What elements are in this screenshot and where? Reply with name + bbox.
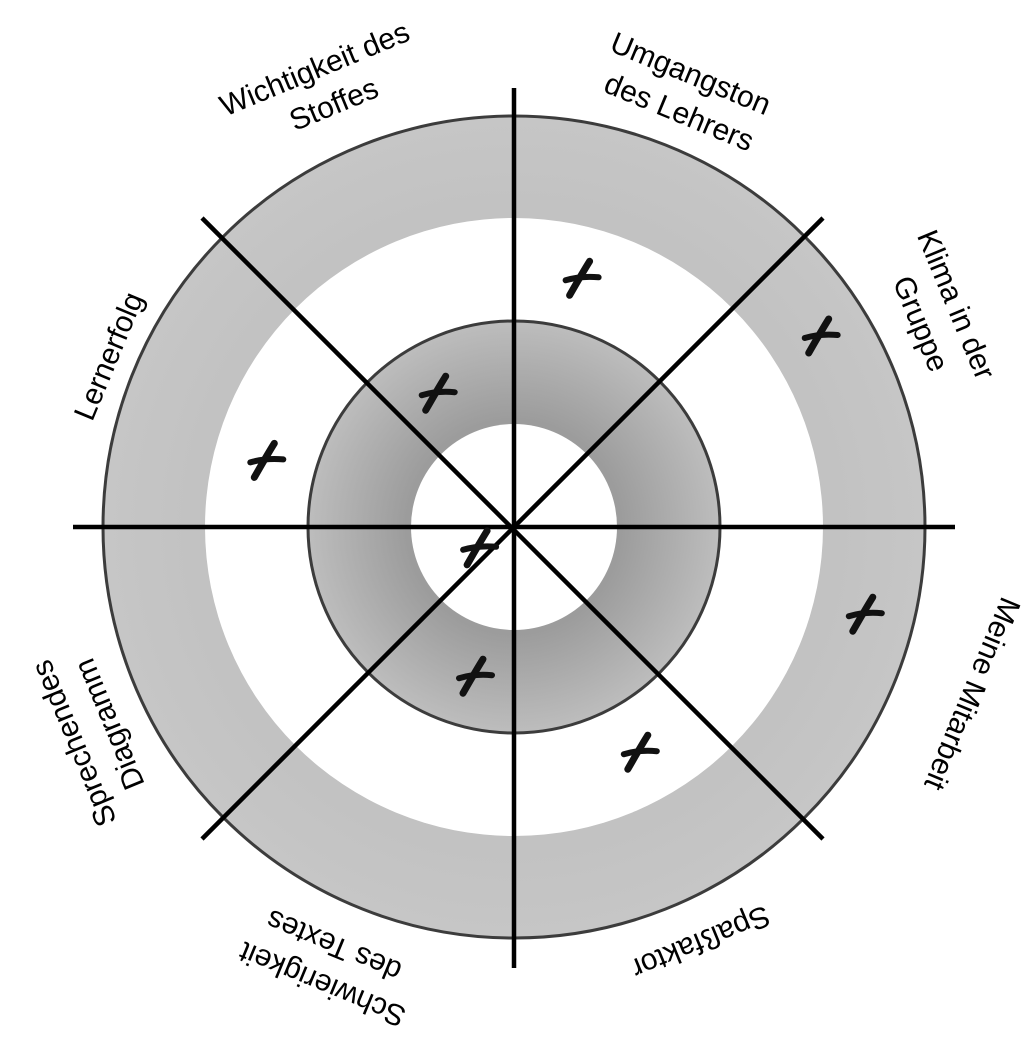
- divider-diagonal-falling: [200, 216, 825, 841]
- rating-mark-spassfaktor: [620, 731, 660, 773]
- rating-mark-lernerfolg: [247, 439, 287, 481]
- mark-stroke: [620, 747, 660, 758]
- segment-dividers: [73, 88, 955, 968]
- rating-mark-wichtigkeit: [418, 372, 458, 414]
- rating-marks: [247, 257, 885, 773]
- mark-stroke: [247, 456, 287, 466]
- rating-mark-schwierigkeit: [456, 655, 495, 697]
- rating-mark-mitarbeit: [845, 593, 885, 635]
- label-mitarbeit: Meine Mitarbeit: [917, 593, 1024, 796]
- rating-mark-umgangston: [562, 257, 602, 299]
- mark-stroke: [460, 543, 500, 553]
- rating-mark-sprechendes: [460, 527, 500, 569]
- mark-stroke: [562, 273, 602, 284]
- mark-stroke: [845, 609, 885, 620]
- mark-stroke: [801, 331, 841, 341]
- mark-stroke: [418, 388, 458, 399]
- rating-mark-klima: [801, 315, 841, 357]
- mark-stroke: [456, 671, 495, 682]
